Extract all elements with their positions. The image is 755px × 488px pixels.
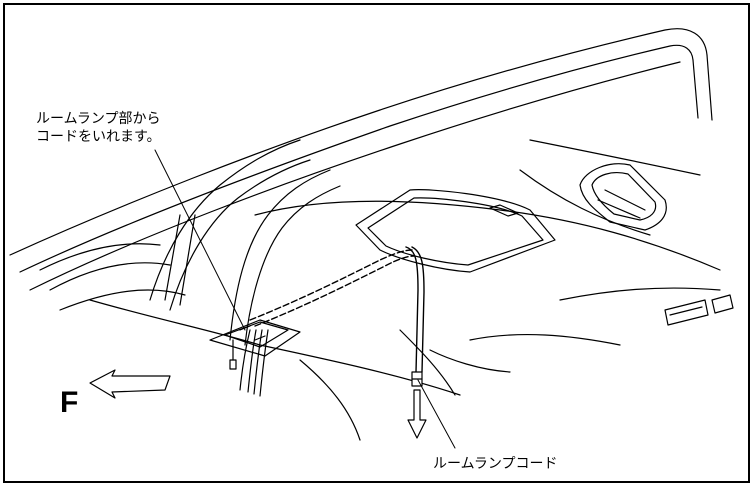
a-pillar-inner2 — [244, 185, 341, 346]
front-direction-label: F — [60, 386, 78, 419]
cord-solid-2 — [411, 246, 425, 373]
pillar-trim — [164, 214, 196, 306]
door-frame-2 — [49, 262, 171, 291]
rear-lamp-outer — [579, 163, 667, 231]
dash-line-3 — [469, 333, 621, 346]
a-pillar-back — [169, 159, 311, 311]
down-arrow — [407, 389, 427, 439]
vent-1 — [664, 299, 709, 326]
door-frame-1 — [39, 243, 161, 271]
wire-3 — [253, 329, 263, 395]
diagram-frame — [3, 3, 750, 483]
door-frame-3 — [59, 289, 186, 311]
leader-line-top — [154, 149, 246, 331]
wire-4 — [259, 329, 269, 397]
wire-1 — [239, 329, 251, 391]
rear-rail — [692, 54, 713, 121]
roof-rail-inner — [19, 44, 694, 273]
a-pillar-inner — [229, 169, 331, 341]
rear-lamp-inner — [591, 172, 657, 221]
headliner-curve — [529, 139, 701, 176]
callout-room-lamp-cord: ルームランプコード — [433, 456, 557, 472]
headliner-edge-side — [254, 200, 721, 271]
a-pillar-front — [149, 139, 301, 301]
dash-line-4 — [429, 349, 511, 373]
headliner-curve2 — [519, 169, 651, 236]
vent-lines — [669, 306, 703, 316]
cord-route-dashed-1 — [249, 249, 413, 321]
dash-line-1 — [299, 359, 361, 441]
front-arrow — [89, 369, 171, 399]
rear-lamp-line — [597, 189, 646, 219]
wire-tag — [229, 359, 237, 370]
headliner-rear — [559, 287, 721, 301]
sunroof-panel — [355, 189, 556, 273]
callout-room-lamp-line2: コードをいれます。 — [36, 129, 161, 145]
roof-rail-outer — [9, 28, 708, 256]
sunroof-inner — [367, 197, 544, 266]
room-lamp-slot — [239, 325, 266, 341]
sunroof-mark — [489, 204, 519, 217]
roof-rail-lower — [29, 61, 681, 291]
wire-2 — [247, 329, 257, 393]
dash-line-2 — [399, 329, 456, 396]
leader-line-bottom — [417, 379, 456, 449]
cord-route-dashed-2 — [254, 255, 415, 327]
cord-solid-1 — [405, 246, 419, 373]
callout-room-lamp-line1: ルームランプ部から — [36, 111, 160, 127]
vent-2 — [711, 294, 734, 314]
